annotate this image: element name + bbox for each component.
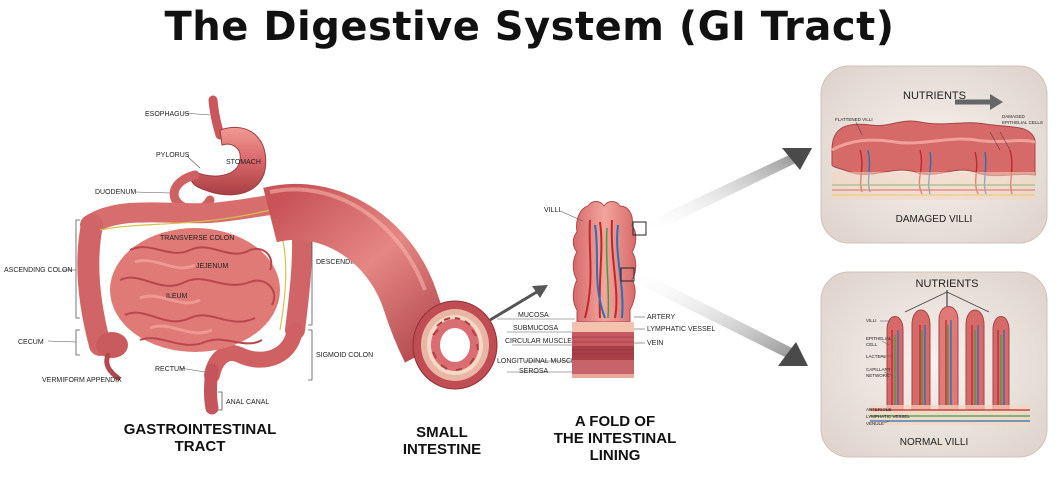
label-jejunum: JEJENUM: [196, 263, 228, 270]
sigmoid-colon-bracket: [308, 329, 313, 381]
label-cecum: CECUM: [18, 339, 44, 346]
label-anal-canal: ANAL CANAL: [226, 399, 269, 406]
label-flattened-villi: FLATTENED VILLI: [835, 117, 873, 122]
small-intestine-caption-line2: INTESTINE: [402, 441, 482, 458]
label-submucosa: SUBMUCOSA: [513, 325, 558, 332]
label-ascending-colon: ASCENDING COLON: [4, 267, 72, 274]
label-lacteal: LACTEAL: [866, 354, 887, 359]
label-pylorus: PYLORUS: [156, 152, 190, 159]
gi-tract-illustration: [47, 95, 315, 415]
small-intestine-caption: SMALL INTESTINE: [382, 424, 502, 458]
label-arteriole: ARTERIOLE: [866, 407, 891, 412]
damaged-nutrients-label: NUTRIENTS: [903, 90, 966, 102]
label-transverse-colon: TRANSVERSE COLON: [160, 235, 234, 242]
zoom-arrow-normal: [634, 268, 808, 366]
fold-caption-line1: A FOLD OF: [574, 413, 656, 430]
label-vein: VEIN: [647, 340, 663, 347]
label-artery: ARTERY: [647, 314, 675, 321]
label-vermiform-appendix: VERMIFORM APPENDIX: [42, 377, 122, 384]
label-longitudinal-muscle: LONGITUDINAL MUSCLE: [497, 358, 580, 365]
label-capillary-2: NETWORK: [866, 373, 889, 378]
cecum-bracket: [75, 329, 80, 356]
label-circular-muscle: CIRCULAR MUSCLE: [505, 338, 572, 345]
arrow-to-fold: [489, 288, 541, 322]
page-title: The Digestive System (GI Tract): [164, 4, 895, 50]
label-epithelial-cell-1: EPITHELIAL: [866, 336, 892, 341]
label-damaged-cells-1: DAMAGED: [1002, 114, 1026, 119]
label-mucosa: MUCOSA: [518, 312, 549, 319]
gi-tract-caption-line2: TRACT: [174, 438, 226, 455]
ascending-colon-bracket: [75, 219, 80, 319]
anal-canal-bracket: [218, 391, 223, 411]
normal-villi-panel: [820, 271, 1048, 458]
label-rectum: RECTUM: [155, 366, 185, 373]
damaged-villi-panel: [820, 65, 1048, 244]
fold-caption-line2: THE INTESTINAL: [553, 430, 677, 447]
label-serosa: SEROSA: [519, 368, 549, 375]
damaged-villi-caption: DAMAGED VILLI: [896, 214, 973, 225]
label-villi: VILLI: [544, 207, 560, 214]
label-normal-villi: VILLI: [866, 318, 877, 323]
small-intestine-illustration: [263, 183, 575, 390]
label-stomach: STOMACH: [226, 159, 261, 166]
normal-nutrients-label: NUTRIENTS: [916, 278, 979, 290]
gi-tract-caption-line1: GASTROINTESTINAL: [123, 421, 277, 438]
small-intestine-caption-line1: SMALL: [416, 424, 468, 441]
label-esophagus: ESOPHAGUS: [145, 111, 190, 118]
label-venule: VENULE: [866, 421, 884, 426]
fold-caption: A FOLD OF THE INTESTINAL LINING: [530, 413, 700, 464]
label-descending-colon: DESCENDING COLON: [316, 259, 390, 266]
label-ileum: ILEUM: [166, 293, 188, 300]
label-capillary-1: CAPILLARY: [866, 367, 891, 372]
gi-tract-caption: GASTROINTESTINAL TRACT: [95, 421, 305, 455]
label-epithelial-cell-2: CELL: [866, 342, 878, 347]
label-normal-lymphatic: LYMPHATIC VESSEL: [866, 414, 910, 419]
label-damaged-cells-2: EPITHELIAL CELLS: [1002, 120, 1043, 125]
normal-villi-caption: NORMAL VILLI: [900, 437, 969, 448]
intestinal-fold-illustration: [559, 201, 647, 378]
label-sigmoid-colon: SIGMOID COLON: [316, 352, 373, 359]
fold-caption-line3: LINING: [589, 447, 641, 464]
label-lymphatic-vessel: LYMPHATIC VESSEL: [647, 326, 715, 333]
label-duodenum: DUODENUM: [95, 189, 136, 196]
zoom-arrow-damaged: [646, 148, 812, 236]
